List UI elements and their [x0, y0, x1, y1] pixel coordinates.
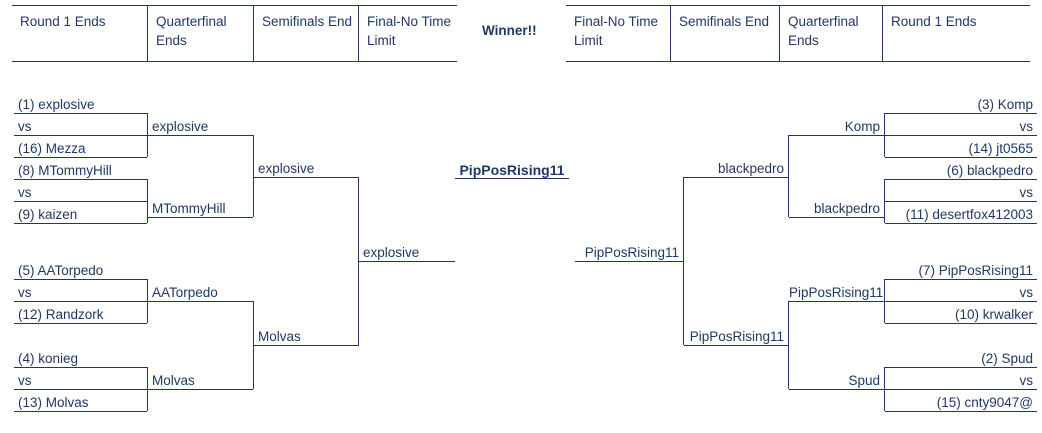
- right-r1-m1-top[interactable]: (3) Komp: [885, 96, 1037, 114]
- left-r1-m4-bottom[interactable]: (13) Molvas: [14, 394, 147, 412]
- left-r1-m4-joiner: [147, 367, 148, 411]
- header-right-quarterfinal: Quarterfinal Ends: [779, 6, 882, 61]
- winner-header-label: Winner!!: [482, 23, 537, 38]
- header-right-final: Final-No Time Limit: [574, 14, 659, 48]
- header-right-round1: Round 1 Ends: [882, 6, 1030, 61]
- right-final-winner[interactable]: PipPosRising11: [575, 244, 683, 262]
- left-r1-m3-bottom[interactable]: (12) Randzork: [14, 306, 147, 324]
- header-left-semifinal: Semifinals End: [253, 6, 358, 61]
- right-r1-m3-vs: vs: [885, 284, 1037, 302]
- left-r1-m4-vs: vs: [14, 372, 147, 390]
- left-r1-m1-vs: vs: [14, 118, 147, 136]
- left-r1-m3-joiner: [147, 279, 148, 323]
- left-qf-3-winner[interactable]: AATorpedo: [148, 284, 253, 302]
- right-r1-m3-top[interactable]: (7) PipPosRising11: [885, 262, 1037, 280]
- left-qf-lower-joiner: [253, 301, 254, 389]
- right-r1-m2-joiner: [884, 179, 885, 223]
- right-round-header: Final-No Time Limit Semifinals End Quart…: [566, 5, 1030, 62]
- right-r1-m1-vs: vs: [885, 118, 1037, 136]
- left-r1-m2-bottom[interactable]: (9) kaizen: [14, 206, 147, 224]
- left-r1-m1-bottom[interactable]: (16) Mezza: [14, 140, 147, 158]
- right-r1-m4-bottom[interactable]: (15) cnty9047@: [885, 394, 1037, 412]
- left-r1-m1-top[interactable]: (1) explosive: [14, 96, 147, 114]
- right-r1-m2-vs: vs: [885, 184, 1037, 202]
- left-round-header: Round 1 Ends Quarterfinal Ends Semifinal…: [12, 5, 457, 62]
- right-qf-1-winner[interactable]: Komp: [789, 118, 884, 136]
- header-left-round1: Round 1 Ends: [20, 14, 106, 29]
- right-qf-2-winner[interactable]: blackpedro: [789, 200, 884, 218]
- left-qf-upper-joiner: [253, 135, 254, 217]
- left-r1-m3-vs: vs: [14, 284, 147, 302]
- left-sf-joiner: [358, 177, 359, 345]
- right-qf-lower-joiner: [788, 301, 789, 389]
- right-sf-1-winner[interactable]: blackpedro: [684, 160, 788, 178]
- champion-name[interactable]: PipPosRising11: [455, 162, 569, 179]
- right-sf-joiner: [683, 177, 684, 345]
- right-r1-m4-joiner: [884, 367, 885, 411]
- left-r1-m2-joiner: [147, 179, 148, 223]
- right-qf-upper-joiner: [788, 135, 789, 217]
- header-left-final: Final-No Time Limit: [358, 6, 457, 61]
- right-r1-m2-top[interactable]: (6) blackpedro: [885, 162, 1037, 180]
- right-r1-m4-top[interactable]: (2) Spud: [885, 350, 1037, 368]
- left-r1-m2-vs: vs: [14, 184, 147, 202]
- header-right-semifinal: Semifinals End: [670, 6, 779, 61]
- right-r1-m1-bottom[interactable]: (14) jt0565: [885, 140, 1037, 158]
- left-sf-1-winner[interactable]: explosive: [254, 160, 359, 178]
- right-r1-m4-vs: vs: [885, 372, 1037, 390]
- left-r1-m1-joiner: [147, 113, 148, 157]
- right-r1-m3-bottom[interactable]: (10) krwalker: [885, 306, 1037, 324]
- right-r1-m3-joiner: [884, 279, 885, 323]
- right-r1-m2-bottom[interactable]: (11) desertfox412003: [885, 206, 1037, 224]
- header-left-quarterfinal: Quarterfinal Ends: [147, 6, 253, 61]
- right-qf-4-winner[interactable]: Spud: [789, 372, 884, 390]
- left-qf-2-winner[interactable]: MTommyHill: [148, 200, 253, 218]
- left-qf-1-winner[interactable]: explosive: [148, 118, 253, 136]
- right-sf-2-winner[interactable]: PipPosRising11: [684, 328, 788, 346]
- left-r1-m2-top[interactable]: (8) MTommyHill: [14, 162, 147, 180]
- right-r1-m1-joiner: [884, 113, 885, 157]
- left-r1-m3-top[interactable]: (5) AATorpedo: [14, 262, 147, 280]
- left-sf-2-winner[interactable]: Molvas: [254, 328, 359, 346]
- left-r1-m4-top[interactable]: (4) konieg: [14, 350, 147, 368]
- right-qf-3-winner[interactable]: PipPosRising11: [789, 285, 884, 302]
- left-qf-4-winner[interactable]: Molvas: [148, 372, 253, 390]
- left-final-winner[interactable]: explosive: [359, 244, 455, 262]
